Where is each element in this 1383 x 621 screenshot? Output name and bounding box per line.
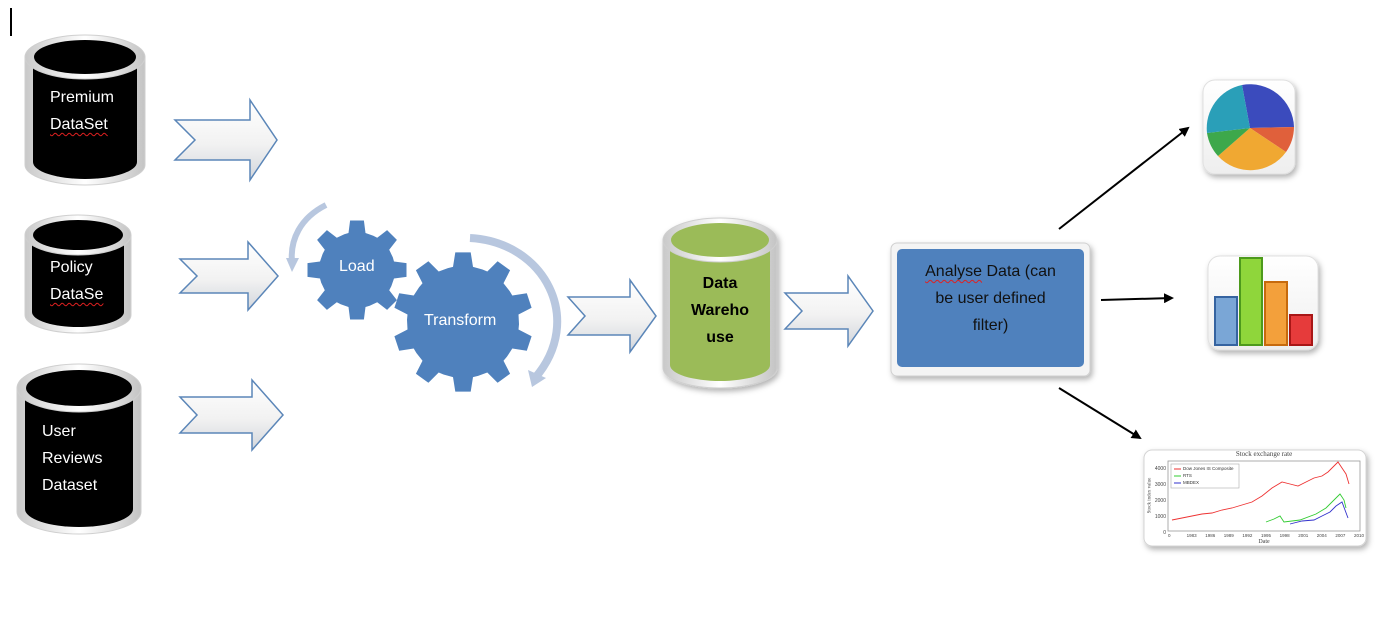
source-cylinder-reviews <box>16 363 142 535</box>
gear-load-shape <box>307 220 407 320</box>
source-label-policy-line1: Policy <box>50 259 93 276</box>
pie-chart-icon <box>1202 79 1296 175</box>
output-arrow-pie <box>1058 126 1190 230</box>
source-label-reviews-line1: User <box>42 423 76 440</box>
x-tick-label: 1998 <box>1279 533 1290 538</box>
x-tick-label: 1986 <box>1205 533 1216 538</box>
legend-entry: Dow Jones IS Composite <box>1183 466 1234 471</box>
source-cylinder-policy <box>24 214 132 334</box>
bar-chart-icon <box>1207 255 1319 351</box>
source-label-reviews-line3: Dataset <box>42 477 98 494</box>
analyse-label: Analyse Data (can be user defined filter… <box>899 258 1082 339</box>
series-line-red <box>1171 461 1350 521</box>
y-tick-label: 0 <box>1163 530 1166 536</box>
warehouse-label-line1: Data <box>702 275 738 292</box>
analyse-label-line2: be user defined <box>935 290 1046 307</box>
analyse-data-box <box>890 242 1091 377</box>
flow-arrow-reviews <box>178 378 285 452</box>
x-tick-label: 2007 <box>1335 533 1346 538</box>
transform-gear <box>394 252 532 392</box>
text-cursor <box>10 8 12 36</box>
y-tick-label: 1000 <box>1154 514 1166 520</box>
source-label-reviews-line2: Reviews <box>42 450 103 467</box>
source-label-policy: Policy DataSe <box>50 254 103 308</box>
source-label-reviews: User Reviews Dataset <box>42 418 102 499</box>
transform-cycle-arc <box>469 234 562 387</box>
stock-chart-xlabel: Date <box>1258 539 1270 545</box>
legend-entry: MBDEX <box>1183 480 1200 485</box>
y-tick-label: 2000 <box>1154 498 1166 504</box>
gear-transform-shape <box>394 252 532 392</box>
series-line-green <box>1265 493 1347 523</box>
x-tick-label: 1983 <box>1186 533 1197 538</box>
stock-chart-title: Stock exchange rate <box>1235 450 1293 458</box>
output-arrow-bar <box>1100 293 1174 304</box>
source-cylinder-premium <box>24 34 146 186</box>
legend-entry: RTS <box>1183 473 1192 478</box>
stock-chart-ylabel: Stock index value <box>1147 477 1153 514</box>
y-tick-label: 3000 <box>1154 482 1166 488</box>
warehouse-label-line3: use <box>706 329 734 346</box>
analyse-label-line1: Analyse Data (can <box>925 263 1056 280</box>
source-label-premium-line2: DataSet <box>50 116 108 133</box>
stock-line-chart <box>1143 449 1367 547</box>
x-tick-label: 0 <box>1168 533 1171 538</box>
load-cycle-arc <box>286 202 328 272</box>
flow-arrow-to-warehouse <box>566 277 657 355</box>
gear-label-load: Load <box>339 258 375 275</box>
x-tick-label: 1989 <box>1223 533 1234 538</box>
flow-arrow-to-analyse <box>783 273 874 349</box>
source-label-premium-line1: Premium <box>50 89 115 106</box>
y-tick-label: 4000 <box>1154 466 1166 472</box>
source-label-policy-line2: DataSe <box>50 286 104 303</box>
load-gear <box>307 220 407 320</box>
warehouse-label-line2: Wareho <box>690 302 750 319</box>
x-tick-label: 2004 <box>1316 533 1327 538</box>
x-tick-label: 2001 <box>1298 533 1309 538</box>
warehouse-label: Data Wareho use <box>670 270 770 351</box>
flow-arrow-policy <box>178 240 280 312</box>
source-label-premium: Premium DataSet <box>50 84 114 138</box>
output-arrow-line <box>1058 387 1142 440</box>
x-tick-label: 1992 <box>1242 533 1253 538</box>
x-tick-label: 2010 <box>1354 533 1365 538</box>
series-line-blue <box>1289 501 1349 525</box>
x-tick-label: 1995 <box>1261 533 1272 538</box>
data-warehouse-cylinder <box>662 217 778 389</box>
analyse-label-line3: filter) <box>972 317 1009 334</box>
gear-label-transform: Transform <box>424 312 497 329</box>
flow-arrow-premium <box>173 97 278 183</box>
